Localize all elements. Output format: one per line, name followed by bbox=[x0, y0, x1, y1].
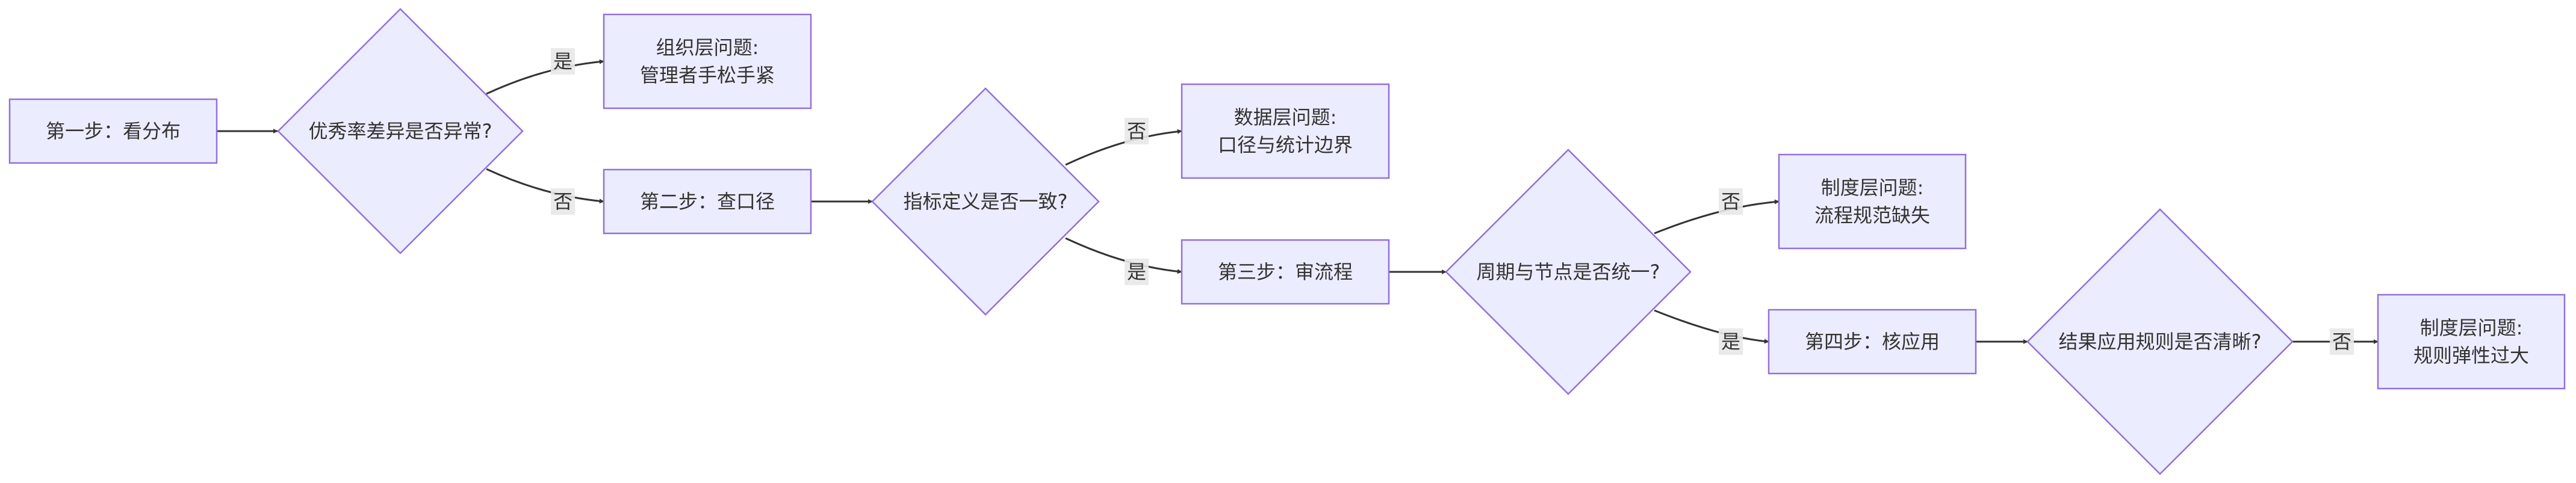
node-sys2: 制度层问题: 规则弹性过大 bbox=[2377, 294, 2566, 390]
edge-label-background bbox=[551, 48, 575, 75]
node-box bbox=[1181, 83, 1390, 179]
edge-label-e3: 否 bbox=[551, 188, 575, 215]
node-q3: 周期与节点是否统一? bbox=[1445, 149, 1692, 395]
decision-diamond bbox=[1445, 149, 1692, 395]
edge-label-text: 否 bbox=[1127, 120, 1146, 143]
node-label: 优秀率差异是否异常? bbox=[309, 120, 492, 143]
edge-label-text: 否 bbox=[2332, 330, 2351, 353]
node-box bbox=[1768, 309, 1977, 375]
edge-label-e2: 是 bbox=[551, 48, 575, 75]
node-box bbox=[2377, 294, 2566, 390]
node-data: 数据层问题: 口径与统计边界 bbox=[1181, 83, 1390, 179]
edge-label-background bbox=[1125, 118, 1149, 144]
node-label: 流程规范缺失 bbox=[1814, 204, 1930, 227]
edge-label-background bbox=[1125, 259, 1149, 285]
node-label: 数据层问题: bbox=[1234, 106, 1337, 129]
node-org: 组织层问题: 管理者手松手紧 bbox=[603, 13, 812, 109]
edge-q2-data bbox=[1065, 129, 1182, 166]
node-step2: 第二步：查口径 bbox=[603, 168, 812, 235]
node-box bbox=[8, 98, 218, 164]
node-q2: 指标定义是否一致? bbox=[871, 87, 1100, 316]
edge-q1-step2 bbox=[486, 168, 604, 204]
node-label: 制度层问题: bbox=[2420, 316, 2523, 339]
edge-label-e5: 否 bbox=[1125, 118, 1149, 144]
node-q4: 结果应用规则是否清晰? bbox=[2026, 208, 2294, 475]
edge-label-text: 是 bbox=[1721, 330, 1740, 353]
edge-label-e8: 否 bbox=[1719, 188, 1743, 215]
edge-label-background bbox=[1719, 188, 1743, 215]
edge-label-e9: 是 bbox=[1719, 328, 1743, 355]
decision-diamond bbox=[277, 8, 524, 254]
node-sys1: 制度层问题: 流程规范缺失 bbox=[1778, 153, 1967, 250]
edge-q3-sys1 bbox=[1654, 199, 1780, 235]
edge-label-e6: 是 bbox=[1125, 259, 1149, 285]
node-label: 第二步：查口径 bbox=[640, 190, 775, 213]
node-box bbox=[1778, 153, 1967, 250]
node-label: 指标定义是否一致? bbox=[904, 190, 1068, 213]
node-label: 第四步：核应用 bbox=[1805, 330, 1940, 353]
edge-label-background bbox=[1719, 328, 1743, 355]
node-step4: 第四步：核应用 bbox=[1768, 309, 1977, 375]
edge-label-text: 否 bbox=[1721, 190, 1740, 213]
node-step1: 第一步：看分布 bbox=[8, 98, 218, 164]
edge-label-text: 是 bbox=[553, 50, 573, 73]
node-box bbox=[603, 168, 812, 235]
node-label: 制度层问题: bbox=[1821, 176, 1924, 199]
edge-label-text: 是 bbox=[1127, 260, 1146, 283]
node-q1: 优秀率差异是否异常? bbox=[277, 8, 524, 254]
node-box bbox=[603, 13, 812, 109]
node-label: 第三步：审流程 bbox=[1218, 260, 1353, 283]
edge-label-background bbox=[2330, 328, 2354, 355]
edge-label-background bbox=[551, 188, 575, 215]
node-box bbox=[1181, 239, 1390, 305]
node-label: 结果应用规则是否清晰? bbox=[2059, 330, 2262, 353]
node-label: 口径与统计边界 bbox=[1218, 134, 1353, 156]
node-label: 组织层问题: bbox=[656, 36, 759, 59]
node-step3: 第三步：审流程 bbox=[1181, 239, 1390, 305]
node-label: 管理者手松手紧 bbox=[640, 64, 775, 87]
edge-q1-org bbox=[486, 59, 604, 95]
edge-label-e11: 否 bbox=[2330, 328, 2354, 355]
edge-label-text: 否 bbox=[553, 190, 573, 213]
edge-q3-step4 bbox=[1654, 309, 1769, 344]
decision-diamond bbox=[2026, 208, 2294, 475]
node-label: 第一步：看分布 bbox=[46, 120, 181, 143]
decision-diamond bbox=[871, 87, 1100, 316]
node-label: 周期与节点是否统一? bbox=[1477, 260, 1660, 283]
edge-q2-step3 bbox=[1065, 237, 1182, 274]
edge-labels-layer: 是否否是否是否 bbox=[551, 48, 2354, 355]
node-label: 规则弹性过大 bbox=[2413, 344, 2529, 367]
